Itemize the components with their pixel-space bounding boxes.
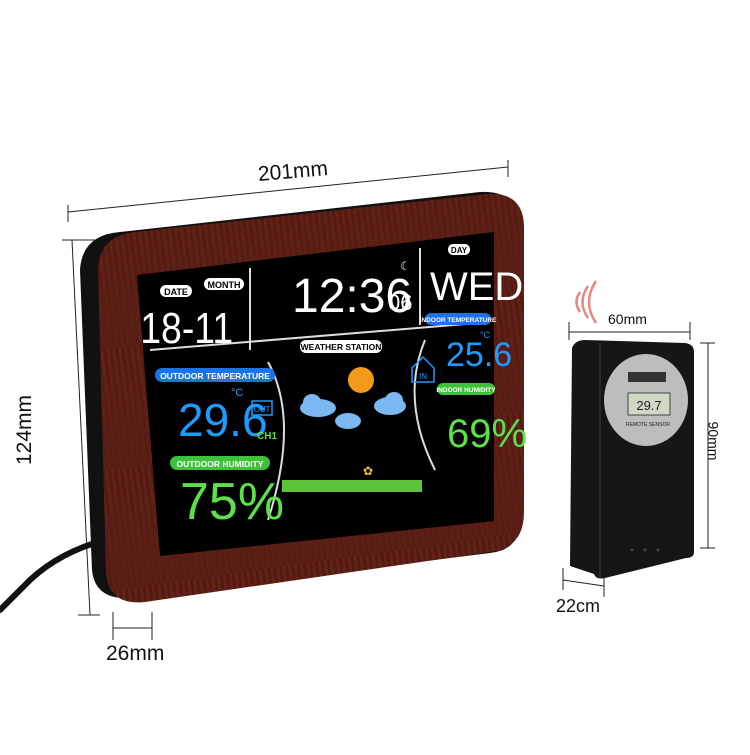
moon-icon: ☾	[400, 259, 411, 273]
time-value: 12:36	[292, 270, 412, 323]
channel-label: CH1	[257, 431, 277, 442]
flower-icon: ✿	[363, 464, 373, 478]
day-label: DAY	[451, 246, 468, 255]
cloud-icon	[300, 392, 406, 429]
indoor-temp-unit: °C	[480, 330, 491, 340]
weather-station-label: WEATHER STATION	[301, 342, 382, 352]
out-badge: OUT	[254, 405, 271, 414]
seconds-value: 06	[388, 290, 412, 315]
date-value: 18-11	[140, 303, 233, 353]
outdoor-temp-unit: °C	[231, 387, 243, 399]
sensor-label: REMOTE SENSOR	[626, 422, 670, 428]
indoor-humidity-label: INDOOR HUMIDITY	[436, 387, 496, 394]
signal-icon	[575, 280, 598, 324]
depth-dimension-label: 26mm	[106, 642, 165, 665]
sensor-width-label: 60mm	[608, 311, 647, 327]
indoor-humidity-value: 69%	[447, 412, 527, 456]
outdoor-temp-label: OUTDOOR TEMPERATURE	[160, 371, 270, 381]
lcd-screen	[137, 232, 494, 556]
month-label: MONTH	[208, 280, 241, 290]
indoor-temp-label: INDOOR TEMPERATURE	[420, 317, 497, 324]
in-badge: IN	[419, 372, 427, 381]
day-value: WED	[430, 265, 523, 309]
outdoor-humidity-value: 75%	[180, 473, 284, 531]
sensor-screen-value: 29.7	[636, 398, 661, 413]
sensor-depth-label: 22cm	[556, 596, 601, 616]
home-icon	[411, 355, 435, 383]
sun-icon	[348, 367, 374, 393]
grass-bar	[282, 480, 422, 492]
outdoor-humidity-label: OUTDOOR HUMIDITY	[177, 459, 264, 469]
date-label: DATE	[164, 287, 188, 297]
indoor-temp-value: 25.6	[446, 336, 512, 374]
